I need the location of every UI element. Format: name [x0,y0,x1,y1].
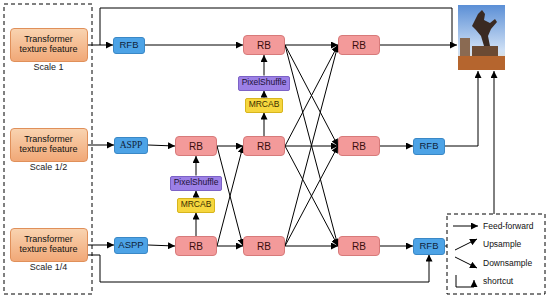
rb-block: RB [243,35,285,55]
mrcab-block: MRCAB [245,98,283,113]
scale-label: Scale 1/4 [5,263,93,273]
node-label: Transformer texture feature [11,235,87,255]
flow-arrow [285,246,338,247]
flow-arrow [285,146,338,246]
flow-arrow [285,45,338,246]
legend-sample-line [455,257,477,268]
node-label: RFB [420,241,439,251]
flow-arrow [196,213,197,237]
rb-block: RB [338,236,380,256]
node-label: Transformer texture feature [11,35,87,55]
node-label: Transformer texture feature [11,135,87,155]
pixelshuffle-block: PixelShuffle [170,176,222,191]
node-label: RB [352,40,366,51]
rfb-block: RFB [413,138,445,155]
flow-arrow [196,191,197,198]
legend-sample-line [456,275,474,287]
rb-block: RB [175,236,217,256]
flow-arrow [264,113,265,137]
flow-arrow [217,146,243,147]
pixelshuffle-block: PixelShuffle [238,76,290,91]
flow-arrow [285,45,338,146]
legend-sample-line [453,226,478,227]
flow-arrow [380,246,413,247]
legend-text: Upsample [483,240,521,249]
node-label: RFB [120,40,139,50]
flow-arrow [285,45,338,146]
node-label: ASPP [120,140,143,150]
input-feature-box: Transformer texture featureScale 1/2 [10,128,88,162]
flow-arrow [285,45,338,46]
flow-arrow [380,146,413,147]
flow-arrow [285,146,338,246]
node-label: RB [257,40,271,51]
flow-arrow [88,145,115,146]
rfb-block: RFB [113,37,145,54]
node-label: RB [189,141,203,152]
input-group-frame [4,4,92,294]
node-label: RB [352,141,366,152]
node-label: RB [257,141,271,152]
aspp-block: ASPP [114,237,148,254]
flow-arrow [88,245,115,246]
rb-block: RB [338,136,380,156]
scale-label: Scale 1 [5,63,93,73]
input-feature-box: Transformer texture featureScale 1 [10,28,88,62]
output-arrow [380,45,457,46]
flow-arrow [264,55,265,76]
legend-sample-line [455,239,477,250]
flow-arrow [88,45,114,46]
flow-arrow [145,45,243,46]
flow-arrow [264,91,265,98]
node-label: RFB [420,141,439,151]
legend-text: Downsample [483,259,532,268]
rb-block: RB [243,136,285,156]
flow-arrow [196,156,197,176]
statue-figure [472,10,497,46]
flow-arrow [217,146,243,246]
output-arrow [445,71,478,146]
node-label: MRCAB [181,200,212,209]
flow-arrow [217,246,243,247]
node-label: RB [352,241,366,252]
legend-text: shortcut [483,277,513,286]
node-label: PixelShuffle [174,178,219,187]
statue-pedestal [472,46,498,56]
flow-arrow [285,45,338,246]
legend-frame [447,214,545,294]
shortcut-arrow [88,255,430,283]
rb-block: RB [243,236,285,256]
aspp-block: ASPP [114,137,148,154]
flow-arrow [148,245,175,246]
rb-block: RB [175,136,217,156]
node-label: RB [257,241,271,252]
building-left [460,38,470,56]
legend-text: Feed-forward [483,222,534,231]
rb-block: RB [338,35,380,55]
input-feature-box: Transformer texture featureScale 1/4 [10,228,88,262]
node-label: MRCAB [249,100,280,109]
node-label: PixelShuffle [242,78,287,87]
scale-label: Scale 1/2 [5,163,93,173]
output-image [458,5,505,70]
node-label: RB [189,241,203,252]
rfb-block: RFB [413,238,445,255]
flow-arrow [148,145,175,146]
node-label: ASPP [118,240,143,250]
mrcab-block: MRCAB [177,198,215,213]
flow-arrow [217,146,243,246]
ground [458,56,505,70]
